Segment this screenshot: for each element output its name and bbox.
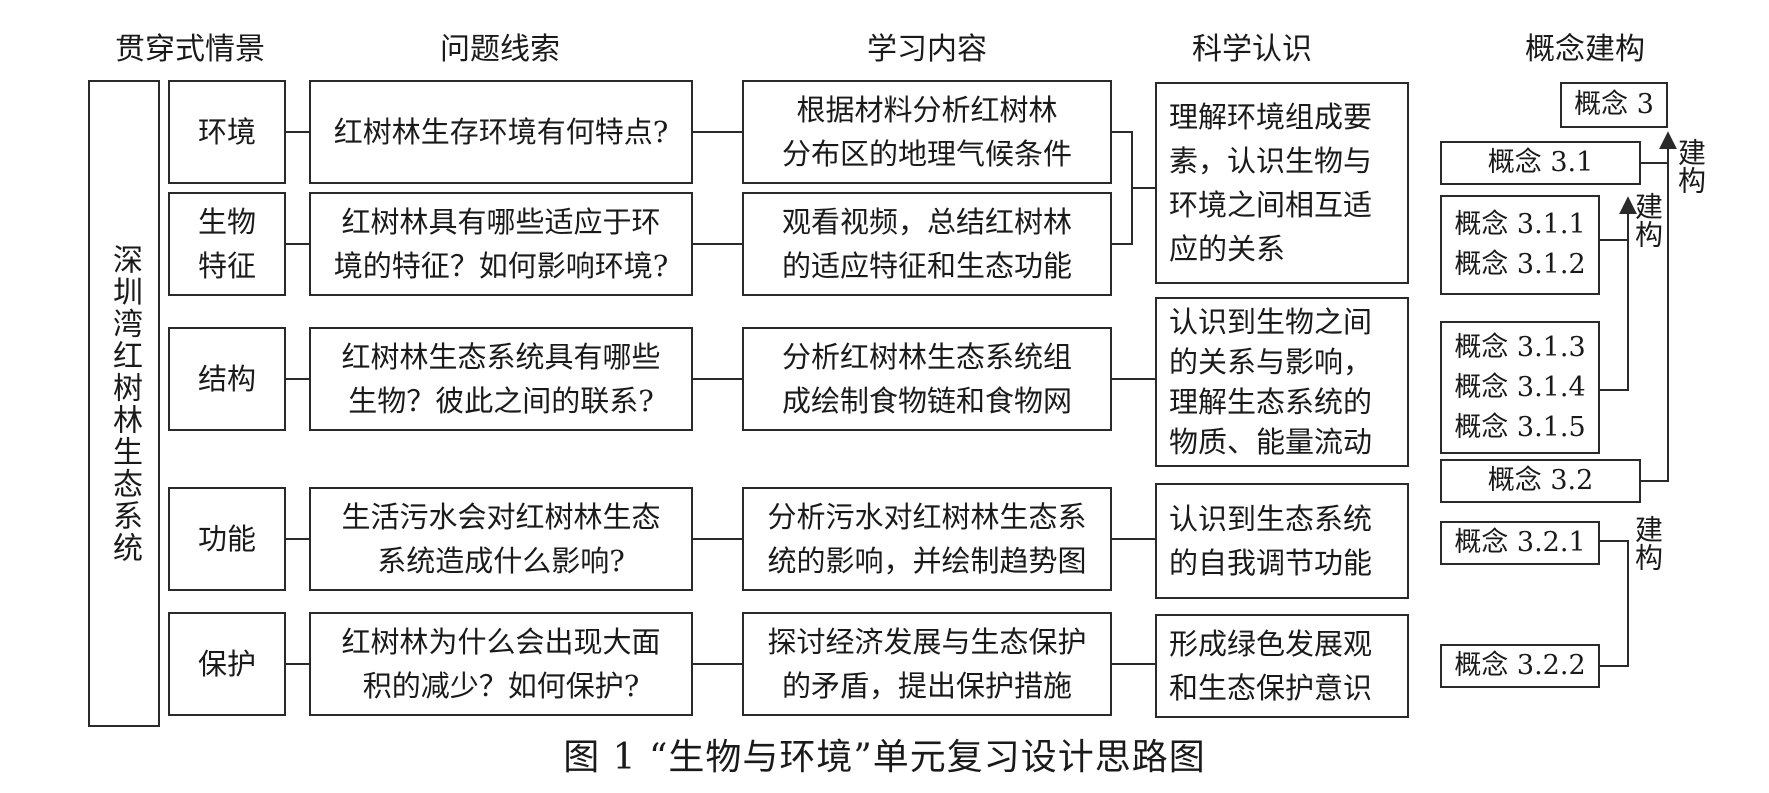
recognition-box: 认识到生态系统 的自我调节功能 — [1155, 483, 1409, 599]
recognition-box: 形成绿色发展观 和生态保护意识 — [1155, 614, 1409, 718]
header-scenario: 贯穿式情景 — [115, 32, 265, 67]
content-box: 根据材料分析红树林 分布区的地理气候条件 — [742, 80, 1112, 184]
content-box: 探讨经济发展与生态保护 的矛盾，提出保护措施 — [742, 612, 1112, 716]
scenario-label: 深圳湾红树林生态系统 — [107, 243, 142, 564]
header-concept: 概念建构 — [1525, 32, 1645, 67]
construct-label: 建构 — [1631, 515, 1664, 571]
question-box: 红树林为什么会出现大面 积的减少？如何保护? — [309, 612, 693, 716]
construct-label: 建构 — [1631, 192, 1664, 248]
concept-3-2-2-box: 概念 3.2.2 — [1440, 644, 1600, 688]
figure-caption: 图 1 “生物与环境”单元复习设计思路图 — [563, 737, 1206, 778]
question-box: 红树林生态系统具有哪些 生物？彼此之间的联系? — [309, 327, 693, 431]
header-question: 问题线索 — [440, 32, 560, 67]
question-box: 红树林生存环境有何特点? — [309, 80, 693, 184]
recognition-box: 认识到生物之间 的关系与影响， 理解生态系统的 物质、能量流动 — [1155, 297, 1409, 467]
topic-box: 功能 — [168, 487, 286, 591]
content-box: 分析红树林生态系统组 成绘制食物链和食物网 — [742, 327, 1112, 431]
header-content: 学习内容 — [867, 32, 987, 67]
content-box: 分析污水对红树林生态系 统的影响，并绘制趋势图 — [742, 487, 1112, 591]
concept-3-1-1-3-1-2-box: 概念 3.1.1 概念 3.1.2 — [1440, 195, 1600, 295]
topic-box: 保护 — [168, 612, 286, 716]
concept-3-box: 概念 3 — [1560, 82, 1668, 128]
content-box: 观看视频，总结红树林 的适应特征和生态功能 — [742, 192, 1112, 296]
concept-3-1-3-3-1-5-box: 概念 3.1.3 概念 3.1.4 概念 3.1.5 — [1440, 321, 1600, 454]
concept-3-2-box: 概念 3.2 — [1440, 459, 1641, 503]
recognition-box: 理解环境组成要 素，认识生物与 环境之间相互适 应的关系 — [1155, 82, 1409, 284]
construct-label: 建构 — [1674, 138, 1707, 194]
header-recognition: 科学认识 — [1192, 32, 1312, 67]
question-box: 生活污水会对红树林生态 系统造成什么影响? — [309, 487, 693, 591]
topic-box: 结构 — [168, 327, 286, 431]
scenario-box: 深圳湾红树林生态系统 — [88, 80, 160, 727]
topic-box: 环境 — [168, 80, 286, 184]
question-box: 红树林具有哪些适应于环 境的特征？如何影响环境? — [309, 192, 693, 296]
topic-box: 生物 特征 — [168, 192, 286, 296]
concept-3-2-1-box: 概念 3.2.1 — [1440, 521, 1600, 565]
concept-3-1-box: 概念 3.1 — [1440, 141, 1641, 185]
